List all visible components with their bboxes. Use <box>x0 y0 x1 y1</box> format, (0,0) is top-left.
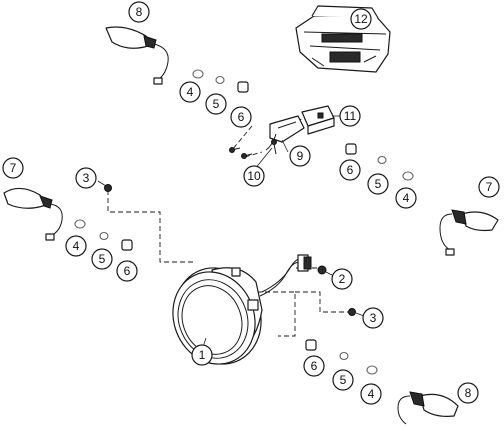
svg-text:3: 3 <box>370 311 377 325</box>
callout-3-bottom: 3 <box>362 307 384 329</box>
callout-2: 2 <box>331 268 353 290</box>
screw-part-2 <box>317 265 327 275</box>
svg-text:6: 6 <box>238 110 245 124</box>
svg-text:7: 7 <box>486 180 493 194</box>
callout-6-top: 6 <box>230 106 252 128</box>
callout-3-top: 3 <box>75 167 97 189</box>
callout-4-top: 4 <box>179 81 201 103</box>
callout-4-right: 4 <box>395 187 417 209</box>
callout-12: 12 <box>350 8 372 30</box>
turn-signal-top-8 <box>105 26 169 85</box>
callout-5-right: 5 <box>367 173 389 195</box>
callout-4-left: 4 <box>65 235 87 257</box>
svg-text:4: 4 <box>73 239 80 253</box>
screw-part-3-right <box>348 308 356 316</box>
svg-text:2: 2 <box>339 272 346 286</box>
svg-text:10: 10 <box>247 169 261 183</box>
screw-part-3-left <box>104 184 112 192</box>
svg-text:6: 6 <box>311 359 318 373</box>
callout-8-bottom: 8 <box>457 382 479 404</box>
license-light-11 <box>301 105 335 135</box>
svg-text:5: 5 <box>213 97 220 111</box>
washer-set-right <box>345 143 414 181</box>
svg-text:5: 5 <box>375 177 382 191</box>
svg-text:12: 12 <box>354 12 368 26</box>
svg-text:1: 1 <box>199 348 206 362</box>
callout-11: 11 <box>339 105 361 127</box>
svg-text:3: 3 <box>83 171 90 185</box>
screw-set-10 <box>229 139 277 159</box>
svg-text:8: 8 <box>465 386 472 400</box>
svg-text:8: 8 <box>136 5 143 19</box>
turn-signal-left-7 <box>3 187 63 241</box>
washer-set-left <box>74 219 133 251</box>
headlamp-assembly <box>172 254 312 365</box>
turn-signal-bottom-8 <box>397 391 459 425</box>
svg-text:5: 5 <box>99 252 106 266</box>
svg-text:11: 11 <box>344 109 357 123</box>
callout-6-right: 6 <box>339 159 361 181</box>
washer-set-bottom <box>305 339 378 375</box>
svg-text:6: 6 <box>124 264 131 278</box>
callout-5-bottom: 5 <box>332 369 354 391</box>
callout-7-right: 7 <box>478 176 500 198</box>
callout-6-left: 6 <box>116 260 138 282</box>
svg-text:4: 4 <box>403 191 410 205</box>
turn-signal-right-7 <box>439 209 499 256</box>
callout-5-top: 5 <box>205 93 227 115</box>
svg-text:7: 7 <box>10 161 17 175</box>
svg-text:6: 6 <box>347 163 354 177</box>
svg-text:9: 9 <box>297 149 304 163</box>
callout-1: 1 <box>191 344 213 366</box>
callout-9: 9 <box>289 145 311 167</box>
callout-5-left: 5 <box>91 248 113 270</box>
washer-set-top <box>192 69 249 93</box>
bracket-9 <box>265 115 305 151</box>
svg-text:4: 4 <box>368 387 375 401</box>
callout-8-top: 8 <box>128 1 150 23</box>
callout-6-bottom: 6 <box>303 355 325 377</box>
svg-text:4: 4 <box>187 85 194 99</box>
callout-4-bottom: 4 <box>360 383 382 405</box>
svg-text:5: 5 <box>340 373 347 387</box>
tail-light-12 <box>295 5 391 73</box>
callout-7-left: 7 <box>2 157 24 179</box>
callout-10: 10 <box>243 165 265 187</box>
